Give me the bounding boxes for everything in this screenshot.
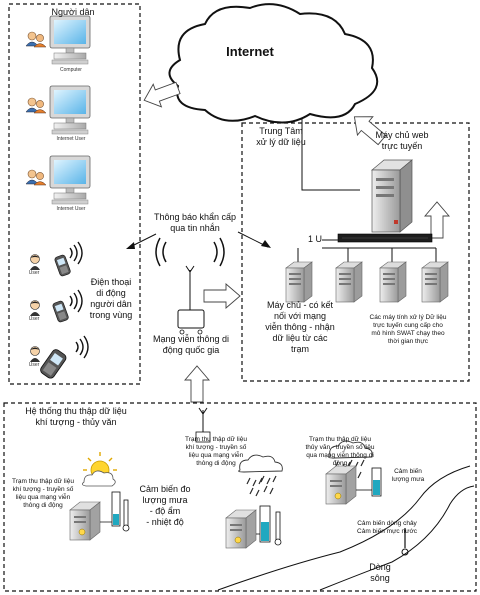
citizen-computer-1 (49, 15, 91, 65)
phone-user-1 (29, 254, 41, 271)
collection-system-box (3, 402, 477, 592)
internet-server-link (301, 118, 360, 191)
phone-user-3 (29, 346, 41, 363)
rain-cloud-2 (328, 440, 373, 481)
collection-tower (195, 407, 211, 443)
processing-server-1 (335, 261, 363, 303)
sun-icon (82, 452, 117, 487)
weather-station-b (225, 509, 257, 549)
arrow-internet-to-citizens (139, 76, 183, 113)
citizen-icon-2 (25, 97, 47, 114)
signal-waves-1 (69, 241, 83, 265)
sensor-c (356, 467, 382, 497)
alert-arrows (126, 231, 271, 249)
flow-sensor-label: Cảm biến dòng chảy Cảm biến mực nước (357, 520, 417, 535)
phone-user-label-1: User (28, 270, 40, 276)
processing-server-3 (421, 261, 449, 303)
hydro-station-c (325, 465, 357, 505)
rack-switch (297, 233, 437, 262)
river-bank-left (217, 465, 471, 591)
computer-label-3: Internet User (56, 206, 86, 212)
center-title: Trung Tâm xử lý dữ liệu (256, 126, 306, 147)
internet-label: Internet (226, 44, 274, 59)
arrow-processing-up (424, 201, 450, 239)
processing-label: Các máy tính xử lý Dữ liệu trực tuyến cu… (369, 314, 447, 345)
mobile-phone-2 (51, 299, 70, 324)
station-c-label: Trạm thu thập dữ liệu thủy văn - truyền … (305, 436, 375, 467)
citizen-computer-3 (49, 155, 91, 205)
arrow-collection-to-telecom (184, 365, 210, 403)
computer-label-1: Computer (60, 67, 82, 73)
phone-user-label-3: User (28, 362, 40, 368)
station-a-sensors-label: Cảm biến đo lượng mưa - độ ẩm - nhiệt độ (139, 484, 191, 527)
river-bank-right (319, 485, 475, 591)
alert-label: Thông báo khẩn cấp qua tin nhắn (153, 212, 237, 233)
station-a-label: Trạm thu thập dữ liệu khí tượng - truyền… (12, 478, 74, 509)
collection-title: Hệ thống thu thập dữ liệu khí tượng - th… (25, 406, 127, 427)
signal-waves-3 (75, 335, 89, 359)
internet-cloud (168, 3, 379, 124)
citizen-icon-1 (25, 31, 47, 48)
river-label: Dòng sông (369, 562, 391, 583)
station-b-label: Trạm thu thập dữ liệu khí tượng - truyền… (185, 436, 247, 467)
phone-user-2 (29, 300, 41, 317)
sensor-b (256, 505, 282, 546)
phones-label: Điện thoại di động người dân trong vùng (89, 277, 133, 320)
connected-server (285, 261, 313, 303)
citizen-icon-3 (25, 169, 47, 186)
rain-cloud-1 (238, 454, 283, 497)
phone-user-label-2: User (28, 316, 40, 322)
telecom-tower (155, 237, 225, 335)
computer-label-2: Internet User (56, 136, 86, 142)
citizens-box (8, 3, 141, 385)
rain-sensor-label: Cảm biến lượng mưa (391, 468, 425, 483)
connected-server-label: Máy chủ - có kết nối với mạng viễn thông… (265, 300, 335, 354)
rack-label: 1 U (307, 234, 322, 244)
mobile-phone-1 (53, 253, 72, 278)
web-server-label: Máy chủ web trực tuyến (375, 130, 429, 151)
web-server (371, 159, 413, 233)
citizen-computer-2 (49, 85, 91, 135)
processing-server-2 (379, 261, 407, 303)
sensor-a (100, 491, 130, 532)
arrow-telecom-to-center (203, 283, 241, 309)
telecom-label: Mạng viễn thông di động quốc gia (152, 334, 230, 355)
citizens-title: Người dân (51, 7, 95, 17)
